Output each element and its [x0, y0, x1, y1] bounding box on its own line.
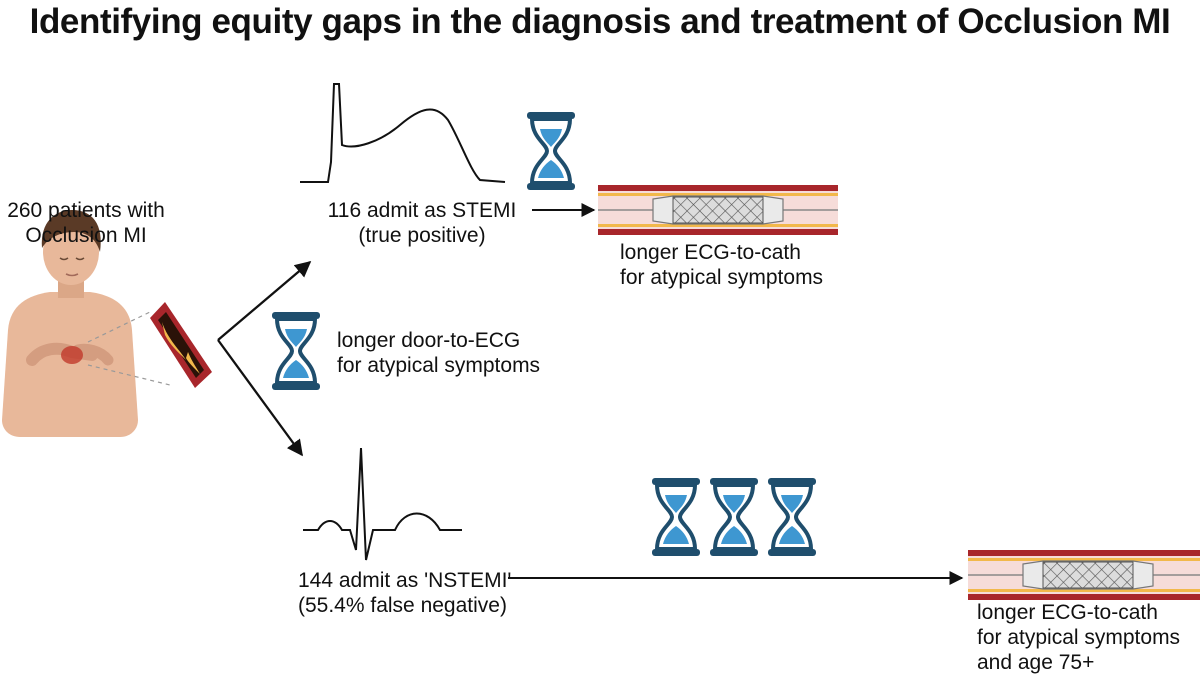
hourglass-icon: [525, 110, 577, 192]
nstemi-label: 144 admit as 'NSTEMI' (55.4% false negat…: [298, 569, 512, 617]
hourglass-icon: [708, 476, 760, 558]
patient-figure: [2, 210, 171, 437]
stemi-label: 116 admit as STEMI (true positive): [327, 199, 517, 247]
occluded-artery-icon: [150, 302, 212, 388]
arrow-to-nstemi: [217, 339, 303, 457]
hourglass-icon: [650, 476, 702, 558]
stemi-outcome-label: longer ECG-to-cath for atypical symptoms: [620, 241, 824, 289]
hourglass-icon: [270, 310, 322, 392]
arrow-to-stemi: [217, 260, 312, 341]
patients-label: 260 patients with Occlusion MI: [7, 199, 165, 247]
nstemi-ecg-trace: [303, 447, 462, 561]
page-title: Identifying equity gaps in the diagnosis…: [29, 2, 1171, 41]
hourglass-icon: [766, 476, 818, 558]
stented-artery-icon: [967, 549, 1200, 601]
door-to-ecg-label: longer door-to-ECG for atypical symptoms: [337, 329, 541, 377]
stented-artery-icon: [597, 184, 839, 236]
nstemi-outcome-label: longer ECG-to-cath for atypical symptoms…: [977, 601, 1181, 674]
stemi-ecg-trace: [300, 83, 506, 183]
